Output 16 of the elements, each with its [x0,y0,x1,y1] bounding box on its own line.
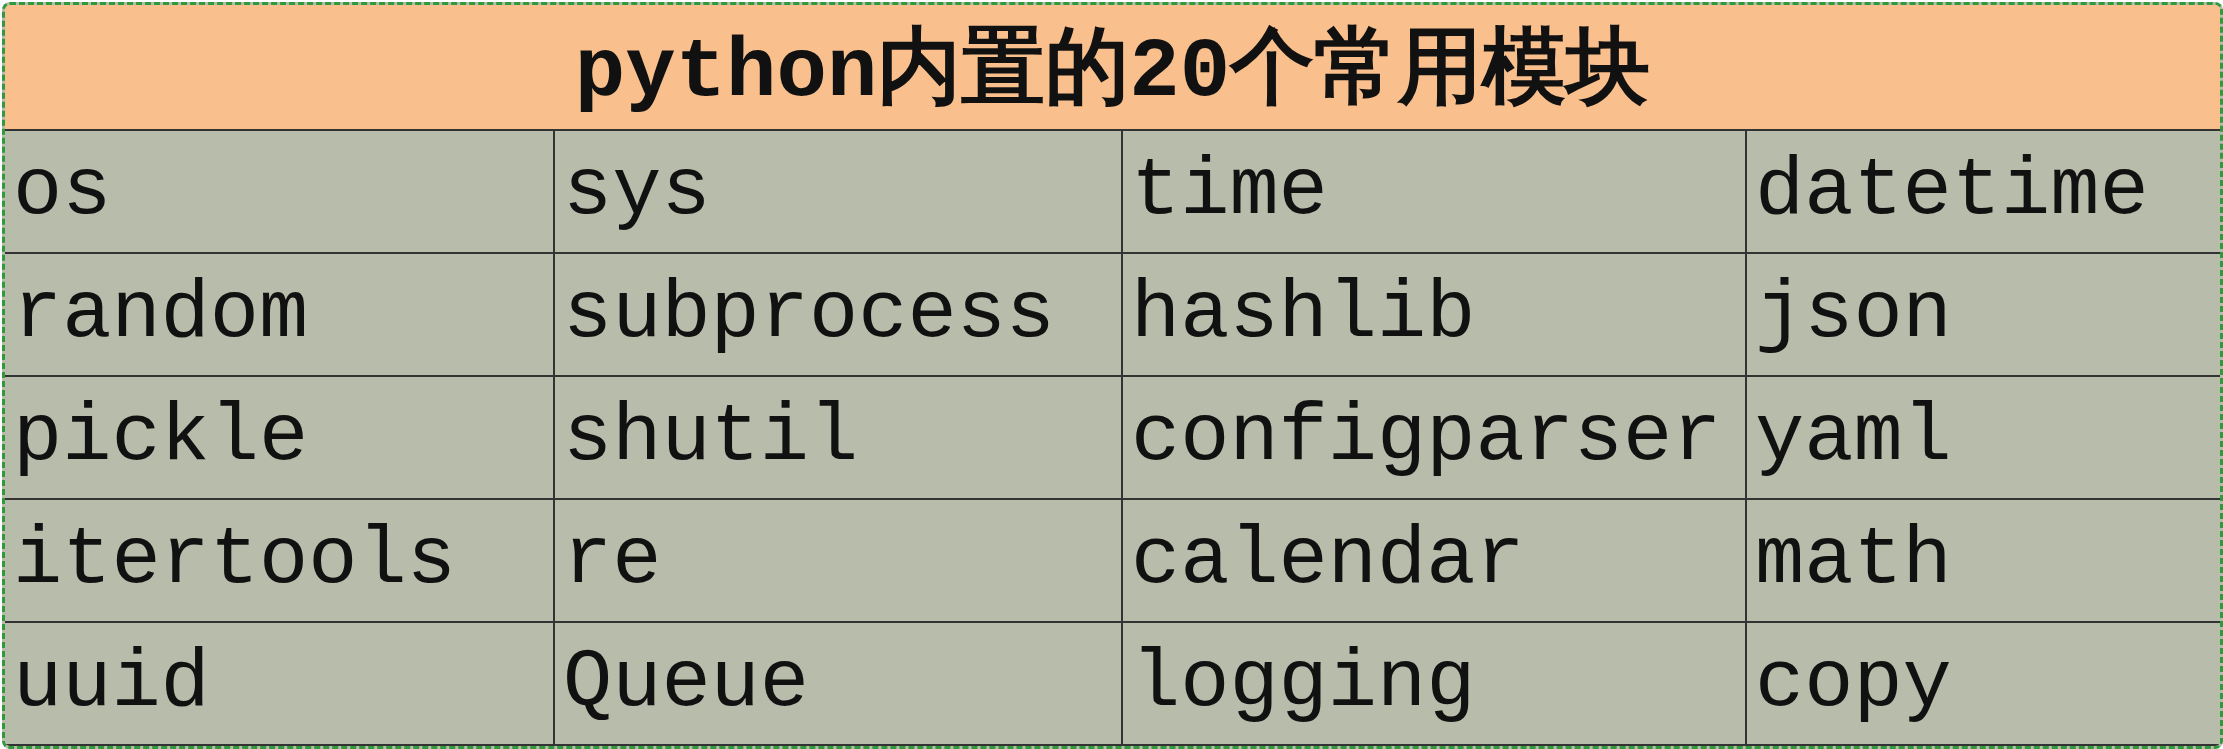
table-cell: logging [1123,623,1747,746]
table-cell: itertools [5,500,555,623]
table-cell: re [555,500,1123,623]
table-cell: shutil [555,377,1123,500]
title-banner: python内置的20个常用模块 [5,5,2220,131]
table-cell: uuid [5,623,555,746]
table-cell: time [1123,131,1747,254]
table-cell: os [5,131,555,254]
table-cell: sys [555,131,1123,254]
table-cell: calendar [1123,500,1747,623]
table-cell: Queue [555,623,1123,746]
table-cell: random [5,254,555,377]
table-cell: configparser [1123,377,1747,500]
table-cell: hashlib [1123,254,1747,377]
table-cell: pickle [5,377,555,500]
table-cell: subprocess [555,254,1123,377]
